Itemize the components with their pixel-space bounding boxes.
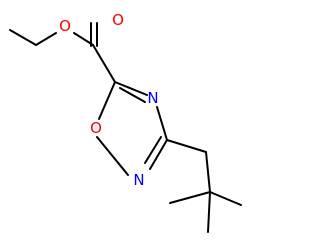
bond-ring-c3-n2-outer [149, 139, 168, 170]
atom-carbonyl-oxygen: O [112, 11, 124, 29]
atom-ester-oxygen: O [59, 17, 71, 35]
bond-carbonyl-c-ring-c5 [92, 44, 116, 83]
bond-quaternary-c-methyl-right [209, 191, 242, 206]
atom-ring-nitrogen-2: N [133, 171, 144, 189]
atom-ring-oxygen-1: O [90, 119, 102, 137]
bond-ring-n2-o1 [96, 136, 129, 176]
atom-ring-nitrogen-4: N [147, 89, 158, 107]
bond-quaternary-c-methyl-bottom [207, 191, 211, 233]
bond-ring-c3-n2-inner [144, 136, 162, 164]
bond-ring-c5-n4-outer [114, 81, 148, 96]
bond-ch2-quaternary-c [205, 151, 211, 193]
bond-quaternary-c-methyl-left [169, 191, 211, 204]
bond-ring-c5-n4-inner [119, 87, 146, 103]
bond-ethyl-c-c [9, 29, 37, 46]
chemical-structure: O O N O N [9, 11, 242, 233]
bond-ring-o1-c5 [98, 81, 116, 120]
bond-ring-n4-c3 [156, 106, 168, 141]
bond-ethyl-c-o [35, 32, 57, 46]
bond-o-carbonyl-c [73, 32, 94, 46]
bond-ring-c3-ch2 [166, 139, 207, 153]
